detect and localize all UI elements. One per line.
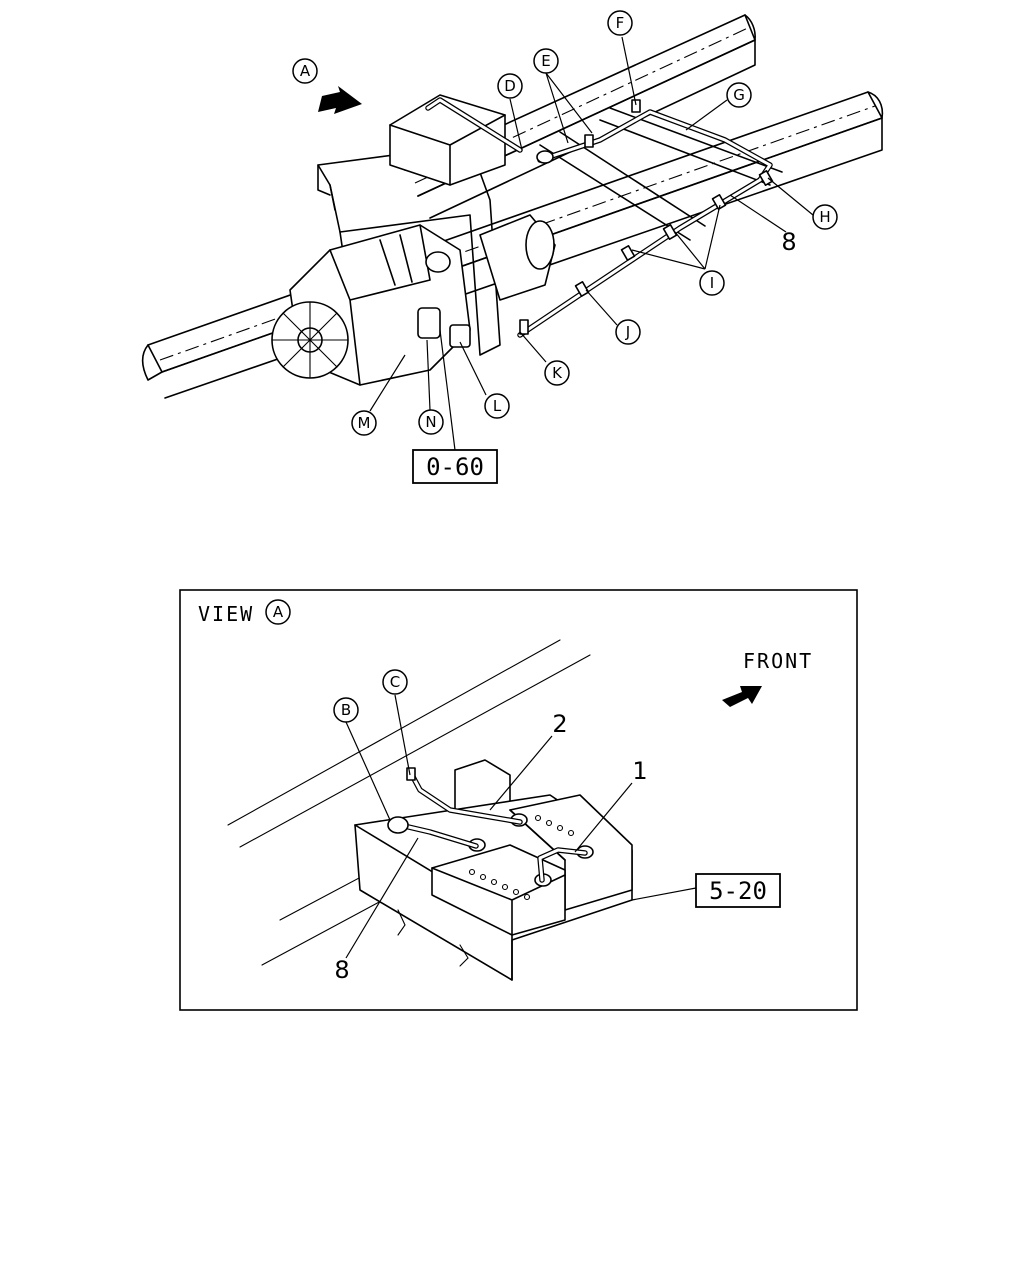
chassis-illustration — [141, 14, 884, 399]
callout-e: E — [533, 48, 559, 74]
svg-text:E: E — [541, 52, 550, 70]
part-number-1: 1 — [632, 757, 647, 785]
svg-text:F: F — [616, 14, 625, 32]
callout-a: A — [292, 58, 318, 84]
front-label: FRONT — [743, 649, 813, 673]
svg-text:0-60: 0-60 — [426, 453, 484, 481]
callout-h: H — [812, 204, 838, 230]
svg-text:B: B — [341, 701, 351, 719]
part-number-2: 2 — [552, 710, 567, 738]
callout-g: G — [726, 82, 752, 108]
view-a-arrow — [318, 86, 362, 114]
svg-text:D: D — [504, 77, 516, 95]
svg-text:I: I — [710, 274, 714, 292]
view-a-panel: VIEW A FRONT — [179, 589, 858, 1011]
svg-text:K: K — [552, 364, 563, 382]
view-caption: VIEW — [198, 602, 254, 626]
svg-text:M: M — [358, 414, 371, 432]
callout-l: L — [484, 393, 510, 419]
svg-text:H: H — [819, 208, 830, 226]
callout-f: F — [607, 10, 633, 36]
callout-c: C — [382, 669, 408, 695]
svg-text:L: L — [493, 397, 502, 415]
svg-text:J: J — [625, 323, 630, 341]
callout-m: M — [351, 410, 377, 436]
callout-leaders-top — [369, 36, 814, 451]
front-arrow — [722, 686, 762, 707]
svg-text:C: C — [390, 673, 400, 691]
part-number-8-top: 8 — [781, 228, 796, 256]
svg-text:5-20: 5-20 — [709, 877, 767, 905]
callout-d: D — [497, 73, 523, 99]
svg-text:N: N — [425, 413, 436, 431]
callout-n: N — [418, 409, 444, 435]
callout-j: J — [615, 319, 641, 345]
callout-i: I — [699, 270, 725, 296]
reference-box-view: 5-20 — [695, 873, 781, 908]
callout-b: B — [333, 697, 359, 723]
reference-box-top: 0-60 — [412, 449, 498, 484]
svg-text:A: A — [300, 62, 311, 80]
svg-text:G: G — [733, 86, 745, 104]
view-caption-letter: A — [273, 603, 284, 621]
callout-k: K — [544, 360, 570, 386]
part-number-8-view: 8 — [334, 956, 349, 984]
